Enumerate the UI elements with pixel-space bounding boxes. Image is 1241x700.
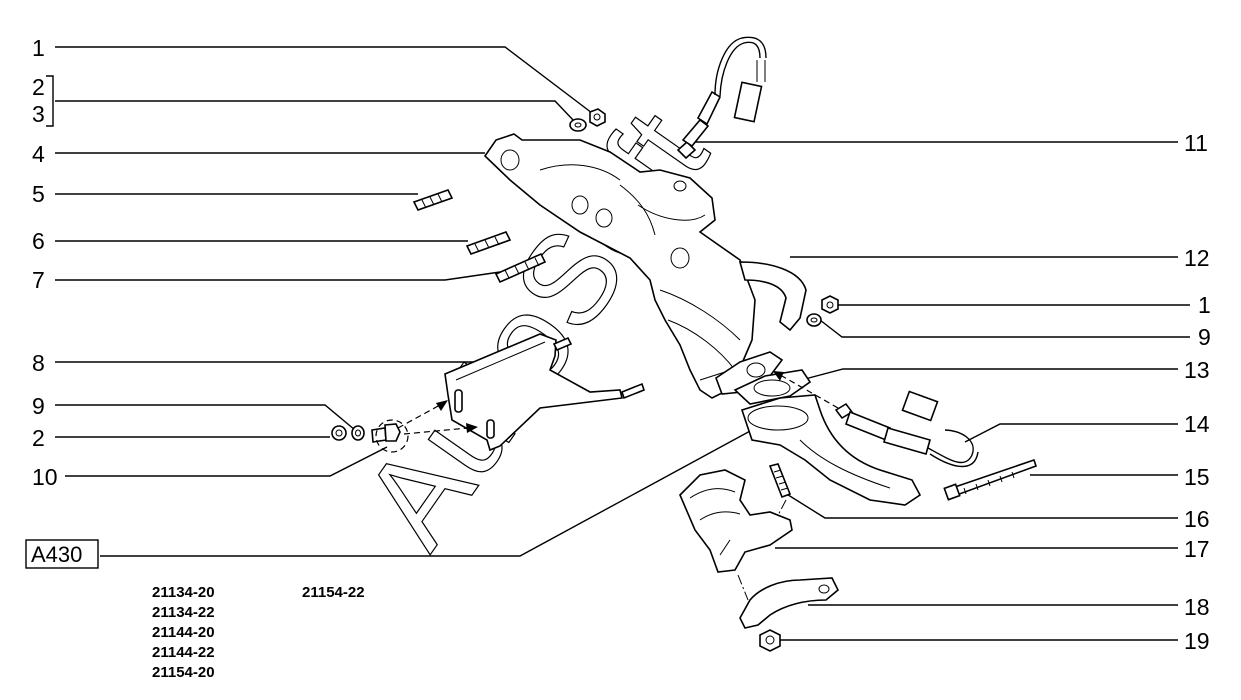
callout-label-7: 7 [32,267,45,293]
callout-label-3: 3 [32,101,45,127]
oxygen-sensor-lower [834,390,979,468]
callout-label-14: 14 [1184,411,1210,437]
right-callouts: 11 12 1 9 13 14 15 16 17 18 19 [1184,130,1211,654]
callout-label-17: 17 [1184,536,1210,562]
nut-washer-top [569,108,606,132]
left-callouts: 1 2 3 4 5 6 7 8 9 2 10 [32,35,58,490]
dashed-arrows [397,371,839,435]
callout-label-1b: 1 [1198,292,1211,318]
nut-19 [759,629,781,652]
callout-label-2: 2 [32,74,45,100]
callout-label-13: 13 [1184,357,1210,383]
bracket-2-3 [46,75,54,127]
callout-label-12: 12 [1184,245,1210,271]
gasket-13 [733,369,812,405]
callout-label-4: 4 [32,141,45,167]
cable-tie-15 [943,458,1038,501]
callout-label-5: 5 [32,181,45,207]
model-code: 21144-20 [152,624,215,641]
oxygen-sensor-upper [676,36,767,160]
callout-label-10: 10 [32,464,58,490]
callout-label-11: 11 [1184,130,1208,156]
stud-7 [494,252,547,284]
callout-label-6: 6 [32,228,45,254]
stud-6 [465,231,512,255]
bolt-washers-left [331,419,409,453]
model-code: 21134-20 [152,584,215,601]
model-code: 21154-20 [152,664,215,681]
stud-16 [764,463,792,541]
parts [331,36,1038,652]
callout-label-16: 16 [1184,506,1210,532]
callout-label-1: 1 [32,35,45,61]
model-code: 21134-22 [152,604,215,621]
callout-label-9: 9 [32,393,45,419]
heat-shield-17 [679,469,793,573]
bracket-8 [444,333,645,452]
callout-label-15: 15 [1184,464,1210,490]
model-codes: 21134-20 21134-22 21144-20 21144-22 2115… [152,584,365,681]
callout-label-19: 19 [1184,628,1210,654]
callout-label-18: 18 [1184,594,1210,620]
reference-box: A430 [25,539,99,569]
model-code: 21154-22 [302,584,365,601]
bracket-18 [737,574,839,629]
model-code: 21144-22 [152,644,215,661]
stud-5 [412,189,454,211]
callout-label-9b: 9 [1198,324,1211,350]
svg-text:A430: A430 [31,542,82,567]
front-pipe [740,394,922,506]
callout-label-2b: 2 [32,425,45,451]
nut-washer-right [806,295,839,327]
callout-label-8: 8 [32,350,45,376]
exhaust-manifold [483,133,807,399]
